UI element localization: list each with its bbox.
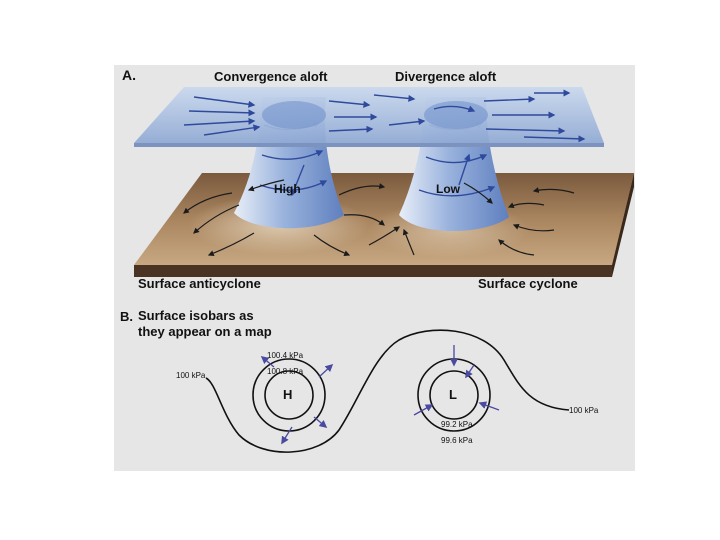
low-pressure-symbol: L	[449, 387, 457, 402]
low-outer-isobar-label: 99.6 kPa	[441, 436, 473, 445]
panel-b-letter: B.	[120, 309, 133, 324]
upper-air-arrows	[183, 89, 586, 143]
high-pressure-symbol: H	[283, 387, 293, 402]
divergence-aloft-label: Divergence aloft	[395, 69, 497, 84]
isobar-left-label: 100 kPa	[176, 371, 206, 380]
panel-b-title-line1: Surface isobars as	[138, 308, 254, 323]
high-inner-isobar-label: 100.8 kPa	[267, 367, 304, 376]
panel-a-letter: A.	[122, 67, 136, 83]
low-column-label: Low	[436, 182, 460, 196]
high-outer-isobar-label: 100.4 kPa	[267, 351, 304, 360]
high-isobar-inner	[264, 370, 314, 420]
panel-b-isobars	[205, 329, 570, 453]
panel-b-title-line2: they appear on a map	[138, 324, 272, 339]
panel-b-wind-arrows	[260, 345, 500, 445]
atmospheric-circulation-figure: A. Convergence aloft Divergence aloft Hi…	[114, 65, 635, 471]
low-isobar-inner	[429, 370, 479, 420]
isobar-right-label: 100 kPa	[569, 406, 599, 415]
convergence-aloft-label: Convergence aloft	[214, 69, 328, 84]
surface-cyclone-label: Surface cyclone	[478, 276, 578, 291]
circulation-diagram-svg	[134, 87, 634, 453]
isobar-100kpa	[205, 329, 570, 453]
high-column-label: High	[274, 182, 301, 196]
low-inner-isobar-label: 99.2 kPa	[441, 420, 473, 429]
surface-flow-arrows	[183, 179, 575, 257]
surface-anticyclone-label: Surface anticyclone	[138, 276, 261, 291]
